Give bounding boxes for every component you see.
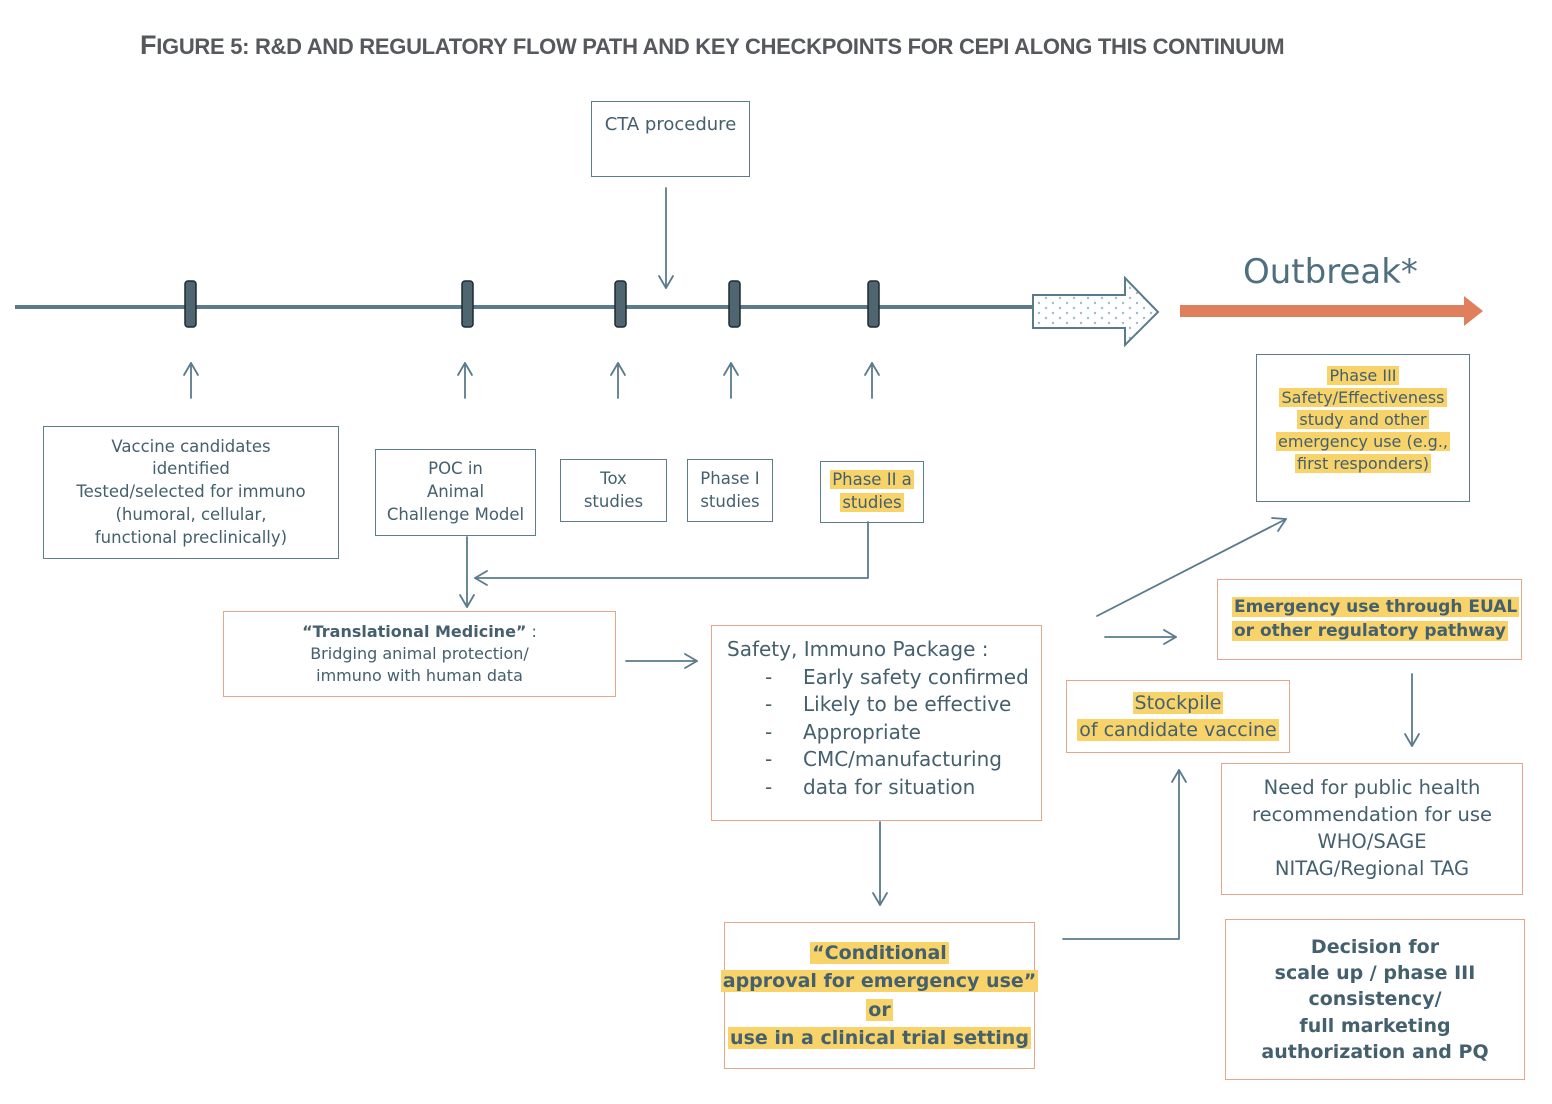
safety-item-cont: CMC/manufacturing [727, 746, 1029, 774]
decision-box: Decision for scale up / phase III consis… [1225, 919, 1525, 1080]
safety-package-list: Early safety confirmed Likely to be effe… [727, 664, 1029, 802]
phase2a-studies-box: Phase II a studies [820, 461, 924, 523]
timeline-checkpoints [184, 280, 880, 328]
safety-immuno-package-box: Safety, Immuno Package : Early safety co… [711, 625, 1042, 821]
cta-procedure-label: CTA procedure [604, 114, 737, 135]
vaccine-candidates-box: Vaccine candidates identified Tested/sel… [43, 426, 339, 559]
emergency-use-box: Emergency use through EUAL or other regu… [1217, 579, 1522, 660]
safety-item: Early safety confirmed [727, 664, 1029, 692]
figure-title: FIGURE 5: R&D AND REGULATORY FLOW PATH A… [140, 30, 1285, 60]
outbreak-label: Outbreak* [1243, 252, 1418, 292]
phase3-box: Phase III Safety/Effectiveness study and… [1256, 354, 1470, 502]
safety-package-heading: Safety, Immuno Package : [727, 637, 989, 661]
phase1-studies-box: Phase I studies [687, 459, 773, 522]
dotted-block-arrow [1032, 275, 1160, 348]
cta-procedure-box: CTA procedure [591, 101, 750, 177]
stockpile-box: Stockpile of candidate vaccine [1066, 680, 1290, 753]
poc-animal-model-box: POC in Animal Challenge Model [375, 449, 536, 536]
outbreak-arrow [1180, 296, 1483, 326]
translational-medicine-box: “Translational Medicine” : Bridging anim… [223, 611, 616, 697]
safety-item: Likely to be effective [727, 691, 1029, 719]
tox-studies-box: Tox studies [560, 459, 667, 522]
safety-item: Appropriate [727, 719, 1029, 747]
safety-item-cont: data for situation [727, 774, 1029, 802]
conditional-approval-box: “Conditional approval for emergency use”… [720, 922, 1039, 1069]
public-health-box: Need for public health recommendation fo… [1221, 763, 1523, 895]
